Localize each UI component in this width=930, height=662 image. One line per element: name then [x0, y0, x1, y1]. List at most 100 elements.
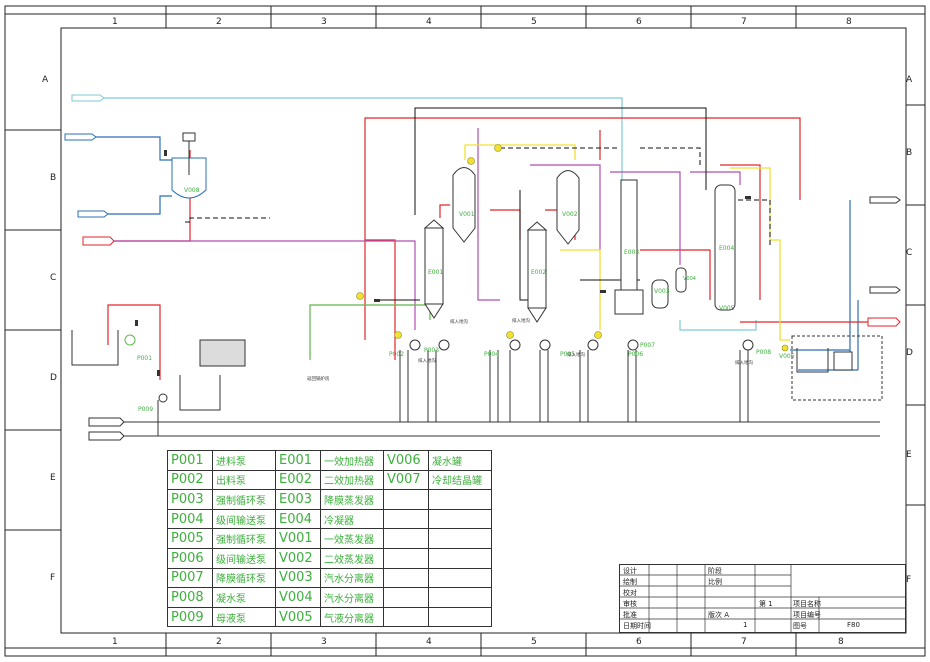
- tb-rev-date: 日期时间: [623, 622, 651, 630]
- note-boiler: 返回锅炉房: [307, 375, 330, 382]
- legend-name: 汽水分离器: [320, 587, 384, 608]
- legend-row: P002 出料泵 E002 二效加热器 V007 冷却结晶罐: [167, 469, 492, 491]
- row-label-right-C: C: [906, 248, 912, 258]
- row-label-right-D: D: [906, 348, 913, 358]
- tb-design: 设计: [623, 567, 637, 575]
- row-label-left-B: B: [50, 173, 56, 183]
- label-E001: E001: [428, 269, 443, 276]
- legend-code: E003: [275, 489, 321, 510]
- feed-line: [309, 304, 431, 360]
- drain-lines: [157, 350, 749, 436]
- col-label-bottom-7: 7: [741, 637, 747, 647]
- row-label-right-B: B: [906, 148, 912, 158]
- legend-code: P003: [167, 489, 213, 510]
- legend-code: P002: [167, 469, 213, 491]
- label-V001: V001: [459, 211, 475, 218]
- legend-code: V001: [275, 528, 321, 549]
- legend-code: V004: [275, 587, 321, 608]
- legend-row: P003 强制循环泵 E003 降膜蒸发器: [167, 489, 492, 510]
- legend-name: 冷却结晶罐: [428, 469, 492, 491]
- separator-V003: [651, 279, 669, 309]
- col-label-bottom-4: 4: [426, 637, 432, 647]
- legend-name: [428, 567, 492, 589]
- outer-border: [4, 5, 926, 657]
- legend-name: 凝水泵: [212, 587, 276, 608]
- row-label-left-A: A: [42, 75, 49, 85]
- condensate-lines: [464, 144, 790, 341]
- legend-code: E001: [275, 450, 321, 471]
- legend-name: 冷凝器: [320, 508, 384, 530]
- instruments: [356, 144, 789, 352]
- note-drain-2: 排入地沟: [418, 357, 436, 364]
- label-P008: P008: [756, 349, 771, 356]
- legend-name: [428, 489, 492, 510]
- legend-name: 母液泵: [212, 606, 276, 628]
- row-label-right-E: E: [906, 450, 912, 460]
- legend-code: V007: [383, 469, 429, 491]
- pumps: [409, 339, 754, 351]
- legend-row: P001 进料泵 E001 一效加热器 V006 凝水罐: [167, 450, 492, 471]
- flow-tags: [64, 94, 901, 327]
- legend-code: P001: [167, 450, 213, 471]
- waste-tank-left: [71, 330, 136, 366]
- tb-project-name: 项目名称: [793, 600, 821, 608]
- water-lines: [96, 136, 859, 371]
- tb-check: 校对: [623, 589, 637, 597]
- tb-drawing: 绘制: [623, 578, 637, 586]
- legend-code: P007: [167, 567, 213, 589]
- legend-code: [383, 547, 429, 569]
- legend-code: [383, 587, 429, 608]
- crystallizer-V007: [791, 335, 883, 401]
- note-drain-3: 排入地沟: [512, 317, 530, 324]
- legend-row: P004 级间输送泵 E004 冷凝器: [167, 508, 492, 530]
- falling-film-E003: [614, 179, 644, 315]
- separator-V001: [452, 167, 476, 243]
- tb-approve: 批准: [623, 611, 637, 619]
- legend-name: 强制循环泵: [212, 489, 276, 510]
- label-P001: P001: [137, 355, 152, 362]
- legend-name: 降膜循环泵: [212, 567, 276, 589]
- tb-code: F80: [847, 621, 860, 629]
- legend-row: P007 降膜循环泵 V003 汽水分离器: [167, 567, 492, 589]
- legend-name: 一效蒸发器: [320, 528, 384, 549]
- vacuum-lines: [185, 147, 771, 245]
- legend-code: [383, 606, 429, 628]
- tb-drawing-no: 图号: [793, 622, 807, 630]
- heater-E002: [526, 221, 548, 323]
- legend-code: P004: [167, 508, 213, 530]
- note-drain-1: 排入地沟: [450, 318, 468, 325]
- tb-review: 审核: [623, 600, 637, 608]
- legend-name: 进料泵: [212, 450, 276, 471]
- utility-header-lines: [88, 417, 880, 441]
- note-drain-5: 排入地沟: [735, 359, 753, 366]
- label-E004-small: V004: [683, 276, 696, 282]
- label-V002: V002: [562, 211, 578, 218]
- legend-row: P008 凝水泵 V004 汽水分离器: [167, 587, 492, 608]
- air-line: [104, 97, 757, 331]
- legend-name: 降膜蒸发器: [320, 489, 384, 510]
- legend-name: 二效蒸发器: [320, 547, 384, 569]
- row-label-left-F: F: [50, 573, 55, 583]
- legend-name: [428, 587, 492, 608]
- col-label-top-3: 3: [321, 17, 327, 27]
- separator-V004: [675, 267, 687, 293]
- legend-name: 强制循环泵: [212, 528, 276, 549]
- feed-tank-V008: [171, 132, 207, 199]
- label-P005: P005: [560, 351, 575, 358]
- legend-code: E002: [275, 469, 321, 491]
- col-label-top-2: 2: [216, 17, 222, 27]
- condenser-E004: [714, 184, 736, 311]
- separator-V002: [556, 170, 580, 245]
- legend-row: P006 级间输送泵 V002 二效蒸发器: [167, 547, 492, 569]
- legend-code: V003: [275, 567, 321, 589]
- legend-row: P005 强制循环泵 V001 一效蒸发器: [167, 528, 492, 549]
- valve-markers: [135, 150, 751, 376]
- legend-code: V005: [275, 606, 321, 628]
- label-E003: E003: [624, 249, 639, 256]
- label-P006: P006: [628, 351, 643, 358]
- legend-name: 出料泵: [212, 469, 276, 491]
- label-E004: E004: [719, 245, 734, 252]
- legend-code: [383, 528, 429, 549]
- col-label-bottom-2: 2: [216, 637, 222, 647]
